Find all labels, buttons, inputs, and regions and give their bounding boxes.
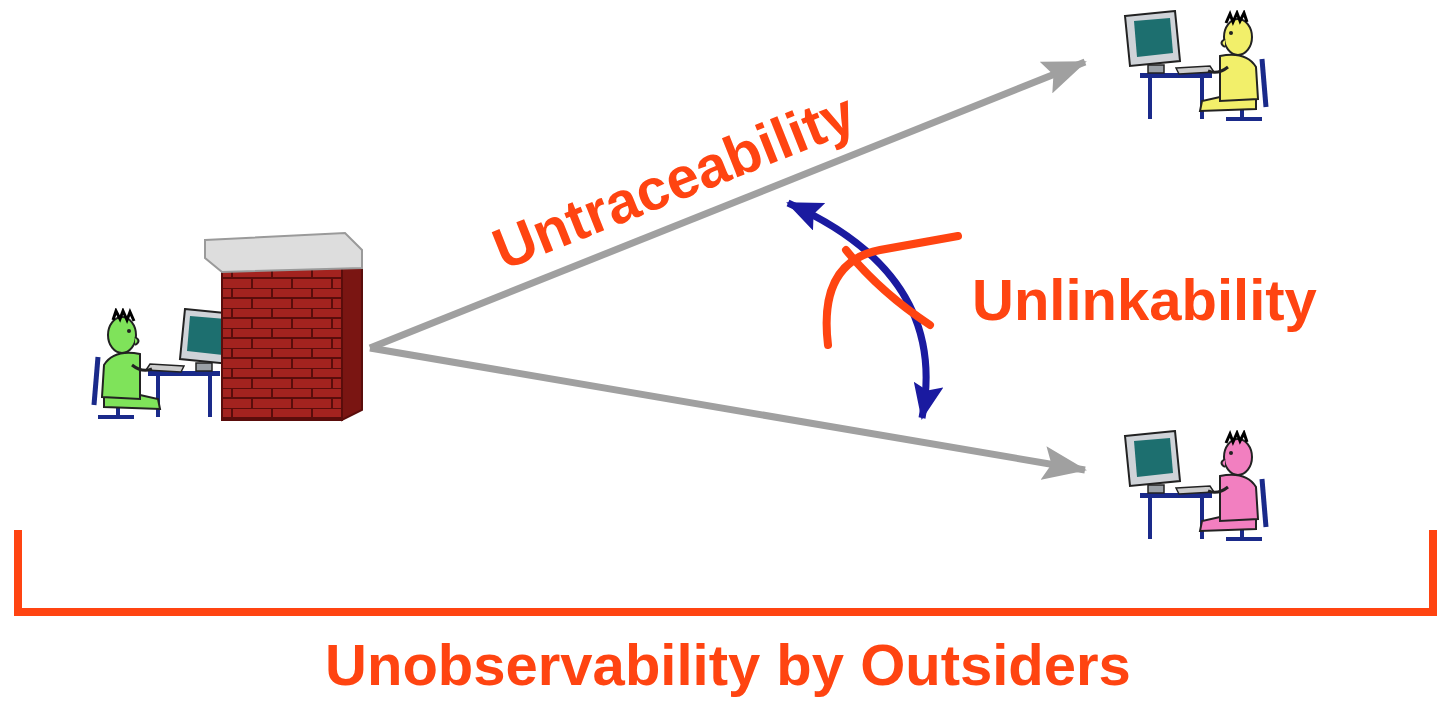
unobservability-label: Unobservability by Outsiders xyxy=(325,636,1131,694)
untraceability-label: Untraceability xyxy=(485,83,863,279)
brick-wall xyxy=(205,233,362,420)
left-user xyxy=(94,309,235,417)
unlinkability-label: Unlinkability xyxy=(972,271,1317,329)
top-user xyxy=(1125,11,1266,119)
bottom-user xyxy=(1125,431,1266,539)
bracket xyxy=(18,530,1433,612)
cross-mark xyxy=(827,236,958,345)
gray-arrow xyxy=(370,348,1085,470)
